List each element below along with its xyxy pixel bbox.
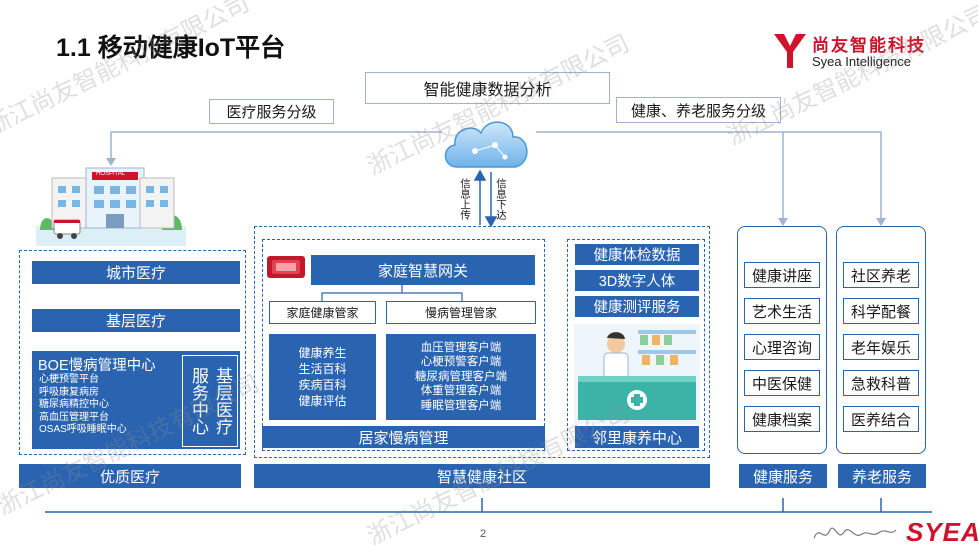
city-medical-bar: 城市医疗: [32, 261, 240, 284]
page-title: 1.1 移动健康IoT平台: [56, 28, 285, 64]
elderly-service-item: 医养结合: [843, 406, 919, 432]
steward-connectors: [262, 285, 562, 305]
quality-medical-footer: 优质医疗: [19, 464, 241, 488]
medical-tier-box: 医疗服务分级: [209, 99, 334, 124]
watermark-5: 浙江尚友智能科技有限公司: [720, 0, 978, 151]
service-center-label: 服务中心: [187, 367, 209, 435]
family-steward-item: 健康评估: [298, 393, 346, 409]
elderly-service-label: 养老服务: [852, 466, 912, 487]
elderly-service-item: 科学配餐: [843, 298, 919, 324]
boe-item: 糖尿病精控中心: [39, 399, 127, 412]
smart-community-footer: 智慧健康社区: [254, 464, 710, 488]
neighbor-item-2-label: 3D数字人体: [599, 270, 676, 291]
chronic-steward-item: 血压管理客户端: [421, 341, 502, 356]
hospital-illustration: HOSPITAL: [36, 160, 186, 246]
logo-en-text: Syea Intelligence: [812, 54, 911, 69]
hospital-sign: HOSPITAL: [96, 171, 125, 177]
health-service-item: 中医保健: [744, 370, 820, 396]
elderly-service-footer: 养老服务: [838, 464, 926, 488]
chronic-steward-label: 慢病管理管家: [425, 304, 497, 321]
smart-community-label: 智慧健康社区: [437, 466, 527, 487]
chronic-steward-list: 血压管理客户端心梗预警客户端糖尿病管理客户端体重管理客户端睡眠管理客户端: [386, 334, 536, 420]
company-logo: 尚友智能科技 Syea Intelligence: [772, 30, 972, 74]
pharmacy-illustration: [574, 324, 700, 424]
signature-icon: [810, 520, 900, 546]
family-steward-item: 疾病百科: [298, 377, 346, 393]
brand-logo: SYEA: [906, 517, 978, 548]
boe-item: 呼吸康复病房: [39, 387, 127, 400]
health-service-item: 艺术生活: [744, 298, 820, 324]
neighbor-item-1-label: 健康体检数据: [594, 244, 681, 265]
neighbor-center-label: 邻里康养中心: [592, 427, 682, 448]
health-service-footer: 健康服务: [739, 464, 827, 488]
gateway-label: 家庭智慧网关: [378, 260, 468, 281]
chronic-steward-item: 心梗预警客户端: [421, 355, 502, 370]
family-steward-item: 生活百科: [298, 361, 346, 377]
home-chronic-footer: 居家慢病管理: [262, 426, 545, 448]
elderly-service-item: 社区养老: [843, 262, 919, 288]
home-chronic-label: 居家慢病管理: [358, 427, 448, 448]
city-medical-label: 城市医疗: [106, 262, 166, 283]
data-analysis-label: 智能健康数据分析: [423, 76, 551, 100]
boe-center-title: BOE慢病管理中心: [38, 354, 156, 375]
health-service-item: 健康档案: [744, 406, 820, 432]
data-analysis-box: 智能健康数据分析: [365, 72, 610, 104]
grassroots-medical-bar: 基层医疗: [32, 309, 240, 332]
health-tier-label: 健康、养老服务分级: [631, 100, 766, 121]
gateway-device-icon: [266, 254, 306, 280]
neighbor-item-3: 健康测评服务: [575, 296, 699, 317]
download-label: 信息下达: [495, 178, 507, 220]
logo-mark-icon: [772, 30, 808, 70]
neighbor-item-3-label: 健康测评服务: [594, 296, 681, 317]
boe-item: OSAS呼吸睡眠中心: [39, 424, 127, 437]
grassroots-medical-label: 基层医疗: [106, 310, 166, 331]
medical-tier-label: 医疗服务分级: [226, 101, 316, 122]
chronic-steward-item: 睡眠管理客户端: [421, 399, 502, 414]
neighbor-item-1: 健康体检数据: [575, 244, 699, 265]
upload-label: 信息上传: [459, 178, 471, 220]
health-service-item: 健康讲座: [744, 262, 820, 288]
boe-item: 高血压管理平台: [39, 412, 127, 425]
chronic-steward-item: 体重管理客户端: [421, 384, 502, 399]
elderly-service-item: 急救科普: [843, 370, 919, 396]
grassroots-vertical-label: 基层医疗: [211, 367, 233, 435]
health-service-items: 健康讲座艺术生活心理咨询中医保健健康档案: [744, 262, 820, 442]
service-center-box: 服务中心 基层医疗: [182, 355, 238, 447]
page-number: 2: [480, 528, 486, 540]
quality-medical-label: 优质医疗: [100, 466, 160, 487]
gateway-bar: 家庭智慧网关: [311, 255, 535, 285]
logo-cn-text: 尚友智能科技: [812, 31, 926, 56]
cloud-icon: [439, 111, 535, 173]
health-service-label: 健康服务: [753, 466, 813, 487]
elderly-service-items: 社区养老科学配餐老年娱乐急救科普医养结合: [843, 262, 919, 442]
family-steward-list: 健康养生生活百科疾病百科健康评估: [269, 334, 376, 420]
neighbor-center-footer: 邻里康养中心: [575, 426, 699, 448]
elderly-service-item: 老年娱乐: [843, 334, 919, 360]
family-steward-item: 健康养生: [298, 345, 346, 361]
family-steward-label: 家庭健康管家: [286, 304, 358, 321]
boe-item: 心梗预警平台: [39, 374, 127, 387]
chronic-steward-item: 糖尿病管理客户端: [415, 370, 507, 385]
health-tier-box: 健康、养老服务分级: [616, 97, 781, 123]
health-service-item: 心理咨询: [744, 334, 820, 360]
neighbor-item-2: 3D数字人体: [575, 270, 699, 291]
